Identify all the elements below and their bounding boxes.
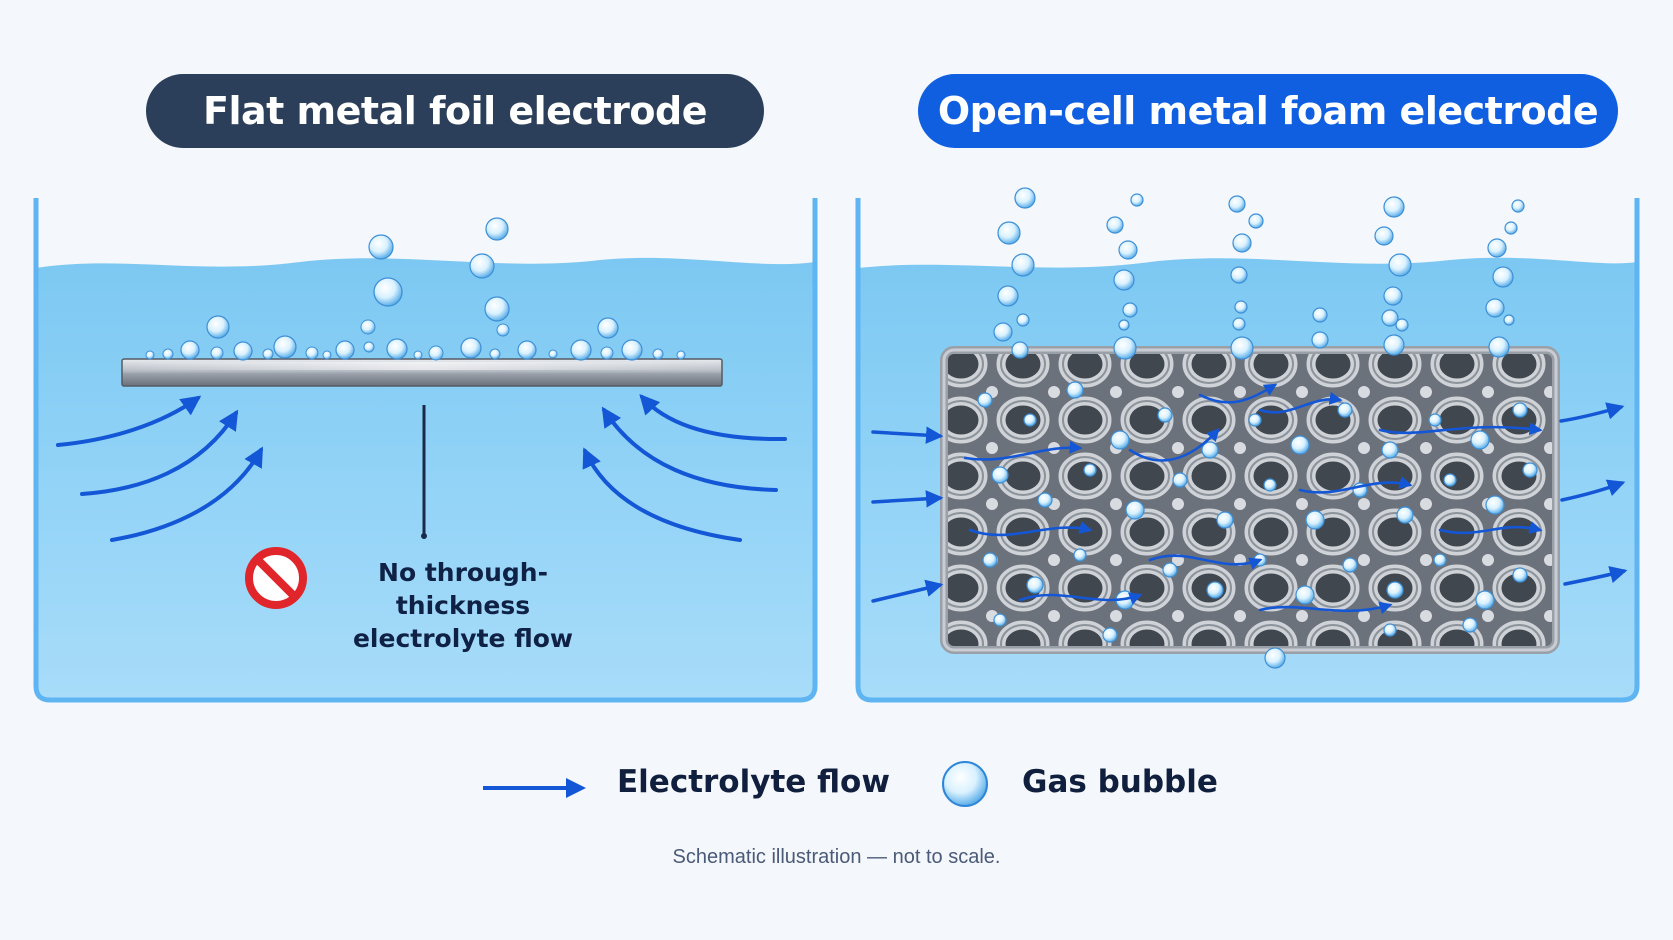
gas-bubble [1102,627,1118,643]
legend-bubble-label: Gas bubble [1022,764,1218,800]
gas-bubble [1230,266,1248,284]
gas-bubble [1216,511,1234,529]
gas-bubble [1487,238,1507,258]
gas-bubble [1485,298,1505,318]
gas-bubble [1172,472,1188,488]
gas-bubble [1337,402,1353,418]
gas-bubble [1470,430,1490,450]
gas-bubble [1026,576,1044,594]
gas-bubble [1066,381,1084,399]
gas-bubble [1492,266,1514,288]
gas-bubble [1011,253,1035,277]
gas-bubble [1157,407,1173,423]
gas-bubble [1234,300,1248,314]
gas-bubble [1381,309,1399,327]
gas-bubble [1011,341,1029,359]
gas-bubble [1228,195,1246,213]
gas-bubble [1342,557,1358,573]
gas-bubble [1014,187,1036,209]
gas-bubble [1113,269,1135,291]
foil-flow-arrows [56,394,787,542]
gas-bubble [1130,193,1144,207]
gas-bubble [1512,567,1528,583]
no-flow-line2: electrolyte flow [352,624,574,653]
gas-bubble [1504,221,1518,235]
gas-bubble [1232,317,1246,331]
prohibited-icon [245,547,307,609]
foil-bubbles [145,217,686,361]
gas-bubble [1462,617,1478,633]
gas-bubble [1386,581,1404,599]
gas-bubble [1230,336,1254,360]
gas-bubble [997,285,1019,307]
gas-bubble [1512,402,1528,418]
gas-bubble [1388,253,1412,277]
title-flat-foil: Flat metal foil electrode [146,74,764,148]
gas-bubble [1305,510,1325,530]
no-flow-annotation: No through-thickness electrolyte flow [318,556,608,655]
gas-bubble [1381,441,1399,459]
gas-bubble [1485,495,1505,515]
gas-bubble [1503,314,1515,326]
flow-arrow-icon [483,778,586,798]
gas-bubble [1383,623,1397,637]
gas-bubble [1263,478,1277,492]
gas-bubble [1083,463,1097,477]
title-metal-foam: Open-cell metal foam electrode [918,74,1618,148]
gas-bubble [1395,318,1409,332]
gas-bubble [1264,647,1286,669]
gas-bubble [1232,233,1252,253]
gas-bubble [1073,548,1087,562]
gas-bubble [1118,240,1138,260]
no-flow-indicator-dot [421,533,427,539]
gas-bubble [1311,331,1329,349]
gas-bubble [1016,313,1030,327]
gas-bubble [1295,585,1315,605]
flat-foil-electrode [121,358,723,387]
gas-bubble [1037,492,1053,508]
gas-bubble [993,613,1007,627]
gas-bubble [1522,462,1538,478]
gas-bubble [1428,413,1442,427]
no-flow-line1: No through-thickness [378,558,548,620]
gas-bubble [1206,581,1224,599]
gas-bubble [993,322,1013,342]
gas-bubble [1511,199,1525,213]
gas-bubble [1248,413,1262,427]
gas-bubble [1122,302,1138,318]
gas-bubble [977,392,993,408]
gas-bubble [1312,307,1328,323]
gas-bubble [1106,216,1124,234]
gas-bubble [1383,286,1403,306]
gas-bubble [982,552,998,568]
gas-bubble [1488,336,1510,358]
legend-flow-label: Electrolyte flow [617,764,890,800]
gas-bubble [1290,435,1310,455]
gas-bubble [1110,430,1130,450]
gas-bubble [1113,336,1137,360]
gas-bubble-icon [942,761,988,807]
gas-bubble [1383,334,1405,356]
gas-bubble [1248,213,1264,229]
gas-bubble [997,221,1021,245]
gas-bubble [1443,473,1457,487]
gas-bubble [991,466,1009,484]
gas-bubble [1383,196,1405,218]
foam-bubbles [977,187,1538,669]
gas-bubble [1118,319,1130,331]
caption: Schematic illustration — not to scale. [672,846,1001,868]
foam-flow-arrows [871,383,1628,615]
gas-bubble [1374,226,1394,246]
gas-bubble [1125,500,1145,520]
gas-bubble [1396,506,1414,524]
gas-bubble [1023,413,1037,427]
gas-bubble [1433,553,1447,567]
metal-foam-electrode [940,346,1560,654]
gas-bubble [1162,562,1178,578]
gas-bubble [1475,590,1495,610]
